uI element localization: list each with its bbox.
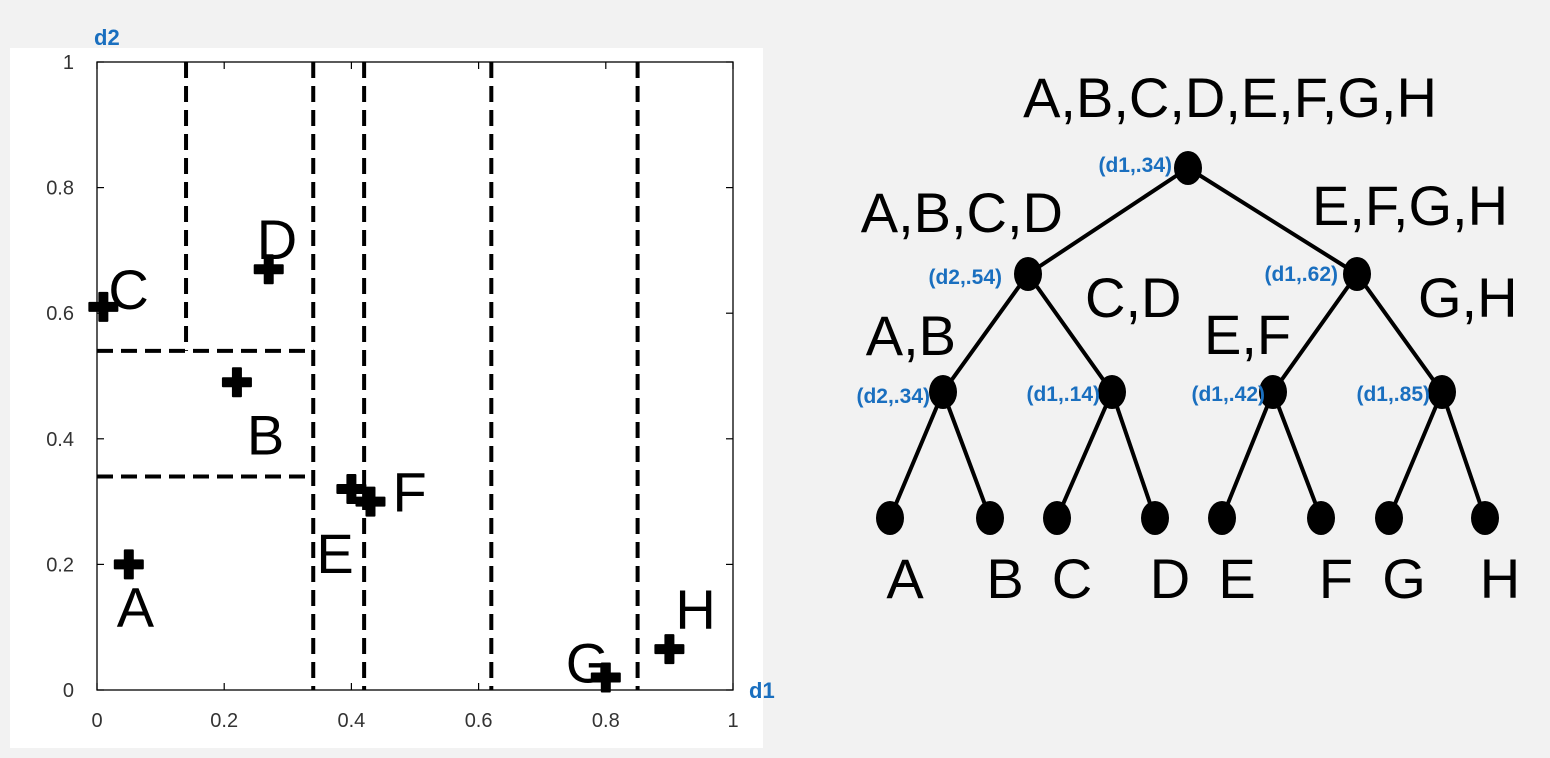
tree-leaf-node (1307, 501, 1335, 535)
leaf-label-g: G (1382, 547, 1426, 610)
tree-leaf-node (976, 501, 1004, 535)
point-marker-h (654, 634, 685, 665)
root-set-label: A,B,C,D,E,F,G,H (1023, 66, 1437, 129)
node-set-label: A,B,C,D (861, 181, 1063, 244)
leaf-label-f: F (1319, 547, 1353, 610)
node-set-label: A,B (866, 304, 956, 367)
tree-edge (1055, 390, 1114, 520)
tree-edge (1440, 390, 1487, 520)
leaf-label-c: C (1052, 547, 1092, 610)
point-marker-d (253, 254, 284, 285)
point-label-f: F (392, 461, 426, 524)
tree-inner-node (1343, 257, 1371, 291)
node-split-label: (d1,.85) (1356, 383, 1430, 406)
node-set-label: G,H (1418, 266, 1518, 329)
tree-edge (941, 390, 992, 520)
root-split-label: (d1,.34) (1098, 154, 1172, 177)
point-marker-b (221, 367, 252, 398)
x-tick-label: 1 (727, 710, 738, 732)
leaf-label-h: H (1480, 547, 1520, 610)
y-tick-label: 0.2 (46, 554, 74, 576)
node-split-label: (d1,.14) (1026, 383, 1100, 406)
tree-inner-node (1098, 375, 1126, 409)
point-marker-g (590, 662, 621, 693)
plot-axes-frame (96, 61, 734, 691)
tree-edge (1271, 272, 1359, 394)
tree-edge (1387, 390, 1444, 520)
node-split-label: (d1,.62) (1264, 263, 1338, 286)
tree-nodes (876, 151, 1499, 535)
y-tick-label: 0.8 (46, 178, 74, 200)
leaf-label-b: B (986, 547, 1023, 610)
node-set-label: E,F,G,H (1312, 174, 1508, 237)
tree-edge (1355, 272, 1444, 394)
tree-leaf-node (1208, 501, 1236, 535)
tree-root-node (1174, 151, 1202, 185)
tree-edge (1186, 166, 1359, 276)
tree-edge (1220, 390, 1275, 520)
point-marker-f (355, 486, 386, 517)
x-tick-label: 0 (91, 710, 102, 732)
tree-leaf-node (876, 501, 904, 535)
tree-edge (1271, 390, 1323, 520)
point-label-a: A (117, 575, 155, 638)
tree-inner-node (1259, 375, 1287, 409)
tree-edge (1026, 272, 1114, 394)
leaf-label-a: A (886, 547, 924, 610)
point-marker-a (113, 549, 144, 580)
tree-edge (888, 390, 945, 520)
point-label-b: B (247, 403, 284, 466)
y-tick-label: 0.4 (46, 429, 74, 451)
x-tick-label: 0.4 (337, 710, 365, 732)
tree-leaf-node (1471, 501, 1499, 535)
node-set-label: E,F (1204, 303, 1291, 366)
tree-edge (1026, 166, 1190, 276)
node-split-label: (d1,.42) (1191, 383, 1265, 406)
tree-edges (888, 166, 1487, 520)
tree-leaf-node (1141, 501, 1169, 535)
axis-ticks: 0 0.2 0.4 0.6 0.8 1 0 0.2 0.4 0.6 0.8 1 (46, 52, 738, 732)
node-set-label: C,D (1085, 266, 1181, 329)
x-tick-label: 0.8 (592, 710, 620, 732)
tree-edge (1110, 390, 1157, 520)
tree-inner-node (929, 375, 957, 409)
split-lines (97, 62, 640, 690)
y-tick-label: 1 (63, 52, 74, 74)
x-tick-label: 0.2 (210, 710, 238, 732)
y-axis-label: d2 (94, 25, 120, 50)
node-split-label: (d2,.34) (856, 385, 930, 408)
point-label-e: E (316, 522, 353, 585)
point-marker-e (336, 474, 367, 505)
point-markers: A B C D EF G H (88, 208, 716, 694)
point-label-g: G (566, 631, 610, 694)
tree-inner-node (1428, 375, 1456, 409)
tree-edge (941, 272, 1030, 394)
point-label-h: H (675, 578, 715, 641)
y-tick-label: 0.6 (46, 303, 74, 325)
y-tick-label: 0 (63, 680, 74, 702)
kd-tree: A,B,C,D,E,F,G,H (d1,.34) A,B,C,D (d2,.54… (856, 66, 1520, 610)
x-tick-label: 0.6 (465, 710, 493, 732)
scatter-plot: 0 0.2 0.4 0.6 0.8 1 0 0.2 0.4 0.6 0.8 1 A B C D EF G H d1… (46, 25, 775, 732)
tree-inner-node (1014, 257, 1042, 291)
node-split-label: (d2,.54) (928, 266, 1002, 289)
leaf-label-d: D (1150, 547, 1190, 610)
point-marker-c (88, 291, 119, 322)
x-axis-label: d1 (749, 678, 775, 703)
tree-leaf-node (1375, 501, 1403, 535)
leaf-label-e: E (1218, 547, 1255, 610)
point-label-d: D (257, 208, 297, 271)
plot-panel (10, 48, 763, 748)
point-label-c: C (108, 258, 148, 321)
tree-leaf-node (1043, 501, 1071, 535)
